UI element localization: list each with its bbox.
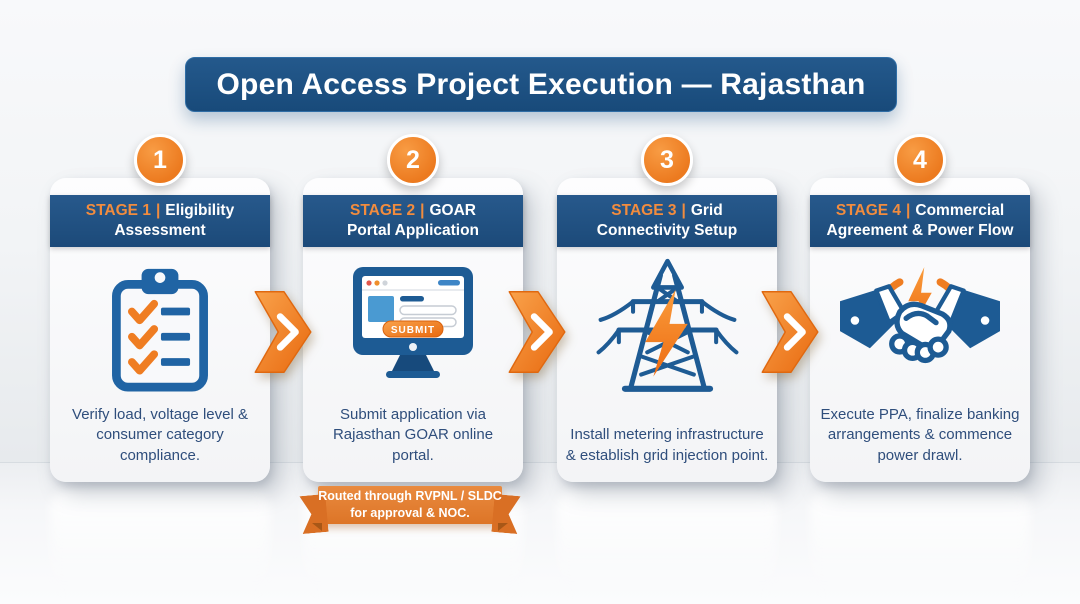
stage-4-card: 4 STAGE 4|Commercial Agreement & Power F…: [810, 134, 1030, 482]
stage-1-header: STAGE 1|Eligibility Assessment: [50, 195, 270, 247]
submit-button-graphic: SUBMIT: [382, 320, 444, 338]
svg-text:SUBMIT: SUBMIT: [391, 325, 435, 336]
stage-4-label: STAGE 4: [835, 201, 902, 219]
arrow-right-icon: [254, 291, 312, 373]
divider: |: [906, 201, 911, 219]
stage-3-title1: Grid: [690, 201, 723, 219]
ribbon-fold-right: [498, 523, 508, 531]
divider: |: [681, 201, 686, 219]
stage-4-title2: Agreement & Power Flow: [826, 222, 1014, 239]
stage-2-number: 2: [406, 145, 420, 174]
stage-1-number-badge: 1: [134, 134, 186, 186]
ribbon-fold-left: [312, 523, 322, 531]
stage-3-header: STAGE 3|Grid Connectivity Setup: [557, 195, 777, 247]
monitor-submit-icon: SUBMIT: [353, 267, 473, 378]
card-reflection: [50, 490, 270, 595]
stage-4-number-badge: 4: [894, 134, 946, 186]
stage-3-card: 3 STAGE 3|Grid Connectivity Setup: [557, 134, 777, 482]
clipboard-checklist-icon: [112, 268, 208, 392]
lightning-bolt-icon: [908, 267, 932, 327]
page-title-text: Open Access Project Execution — Rajastha…: [216, 67, 866, 101]
stage-1-number: 1: [153, 145, 167, 174]
routing-ribbon: Routed through RVPNL / SLDC for approval…: [318, 486, 502, 524]
stage-3-title2: Connectivity Setup: [596, 222, 738, 239]
transmission-tower-icon: [596, 258, 738, 392]
stage-1-label: STAGE 1: [85, 201, 151, 219]
stage-2-label: STAGE 2: [349, 201, 416, 219]
stage-3-description: Install metering infrastructure & establ…: [565, 426, 769, 464]
arrow-right-icon: [508, 291, 566, 373]
stage-4-header-line1: STAGE 4|Commercial: [836, 201, 1004, 221]
stage-1-title1: Eligibility: [165, 201, 235, 219]
stage-2-icon-zone: SUBMIT: [303, 252, 523, 406]
stage-3-number-badge: 3: [641, 134, 693, 186]
stage-3-header-line1: STAGE 3|Grid: [611, 201, 722, 221]
stage-1-title2: Assessment: [114, 222, 206, 239]
stage-2-title1: GOAR: [429, 201, 477, 219]
stage-2-header: STAGE 2|GOAR Portal Application: [303, 195, 523, 247]
divider: |: [155, 201, 161, 219]
stage-3-icon-zone: [557, 252, 777, 406]
stage-2-description: Submit application via Rajasthan GOAR on…: [332, 405, 494, 464]
stage-3-label: STAGE 3: [611, 201, 677, 219]
stage-2-header-line1: STAGE 2|GOAR: [350, 201, 476, 221]
stage-4-number: 4: [913, 145, 927, 174]
stage-1-description: Verify load, voltage level & consumer ca…: [72, 405, 248, 464]
card-reflection: [557, 490, 777, 595]
page-title: Open Access Project Execution — Rajastha…: [185, 57, 897, 112]
arrow-right-icon: [761, 291, 819, 373]
stage-2-number-badge: 2: [387, 134, 439, 186]
ribbon-text-line2: for approval & NOC.: [350, 506, 470, 520]
lightning-bolt-icon: [644, 289, 688, 377]
stage-4-icon-zone: [810, 252, 1030, 406]
stage-4-title1: Commercial: [915, 201, 1005, 219]
stage-4-header: STAGE 4|Commercial Agreement & Power Flo…: [810, 195, 1030, 247]
stage-2-card: 2 STAGE 2|GOAR Portal Application SUBMIT: [303, 134, 523, 482]
stage-2-title2: Portal Application: [346, 222, 480, 239]
stage-1-header-line1: STAGE 1|Eligibility: [86, 201, 234, 221]
card-reflection: [810, 490, 1030, 595]
stage-3-number: 3: [660, 145, 674, 174]
stage-4-description: Execute PPA, finalize banking arrangemen…: [820, 405, 1020, 464]
handshake-bolt-icon: [840, 267, 1000, 364]
ribbon-text-line1: Routed through RVPNL / SLDC: [318, 489, 502, 504]
stage-1-icon-zone: [50, 252, 270, 406]
divider: |: [420, 201, 425, 219]
stage-1-card: 1 STAGE 1|Eligibility Assessment Verify …: [50, 134, 270, 482]
